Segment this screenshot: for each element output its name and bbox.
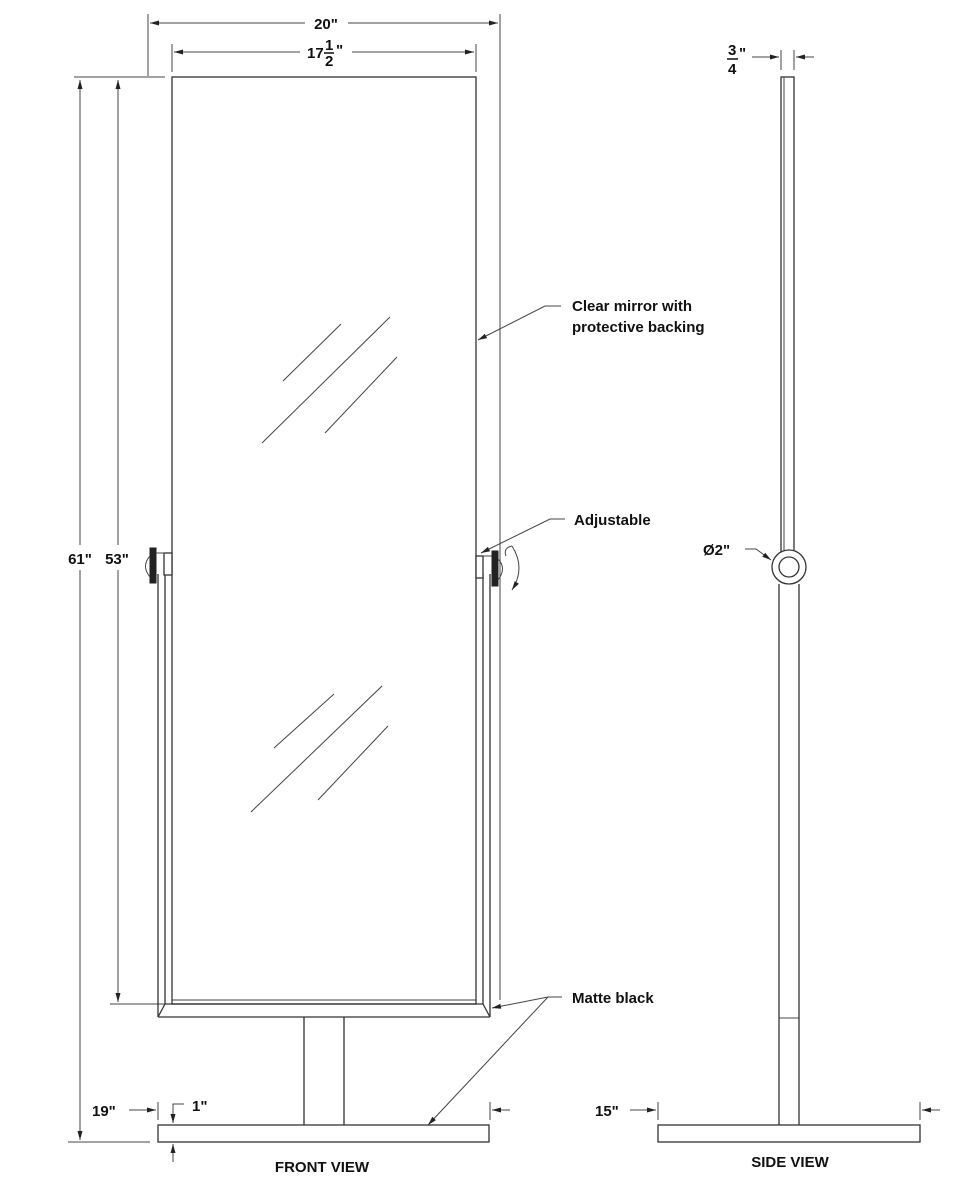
mirror-height-label: 53" xyxy=(105,551,129,568)
left-pivot-knob xyxy=(145,547,173,584)
pivot-diameter-label: Ø2" xyxy=(703,542,730,559)
mirror-width-inch: " xyxy=(336,42,343,59)
callout-adjustable: Adjustable xyxy=(480,512,651,554)
reflection-lines-upper xyxy=(261,316,398,444)
overall-height-label: 61" xyxy=(68,551,92,568)
pivot-diameter-dimension: Ø2" xyxy=(703,542,772,561)
base-depth-label: 15" xyxy=(595,1103,619,1120)
thickness-inch: " xyxy=(739,45,746,62)
overall-height-dimension: 61" xyxy=(68,76,165,1143)
callout-mirror-line1: Clear mirror with xyxy=(572,298,692,315)
stand-frame xyxy=(157,574,491,1018)
side-base xyxy=(657,1124,921,1143)
right-pivot-knob xyxy=(475,545,520,591)
mirror-width-numerator: 1 xyxy=(325,37,333,54)
callout-mirror-line2: protective backing xyxy=(572,319,705,336)
thickness-numerator: 3 xyxy=(728,42,736,59)
base-width-dimension: 19" xyxy=(92,1102,510,1120)
base-depth-dimension: 15" xyxy=(595,1102,940,1120)
thickness-denominator: 4 xyxy=(728,61,737,78)
side-panel xyxy=(780,76,795,556)
panel-thickness-dimension: 3 4 " xyxy=(727,42,814,78)
base-thickness-dimension: 1" xyxy=(170,1098,207,1162)
side-post xyxy=(778,584,800,1125)
side-pivot xyxy=(771,549,807,585)
callout-finish-label: Matte black xyxy=(572,990,654,1007)
front-view: 20" 17 1 2 " 61" 53" xyxy=(68,14,520,1176)
mirror-height-dimension: 53" xyxy=(105,80,165,1005)
callout-finish: Matte black xyxy=(427,990,654,1126)
mirror-width-dimension: 17 1 2 " xyxy=(171,37,477,72)
mirror-frame xyxy=(171,76,477,1005)
reflection-lines-lower xyxy=(250,685,389,813)
front-base xyxy=(157,1124,490,1143)
side-view-title: SIDE VIEW xyxy=(751,1154,829,1171)
base-thickness-label: 1" xyxy=(192,1098,207,1115)
side-view: 3 4 " Ø2" xyxy=(595,42,940,1171)
mirror-width-denominator: 2 xyxy=(325,53,333,70)
base-width-label: 19" xyxy=(92,1103,116,1120)
overall-width-label: 20" xyxy=(314,16,338,33)
front-post xyxy=(303,1017,345,1125)
front-view-title: FRONT VIEW xyxy=(275,1159,370,1176)
callout-adjustable-label: Adjustable xyxy=(574,512,651,529)
overall-width-dimension: 20" xyxy=(147,14,501,1000)
mirror-width-whole: 17 xyxy=(307,45,324,62)
callout-mirror: Clear mirror with protective backing xyxy=(477,298,705,341)
rotation-arrow-icon xyxy=(511,545,520,591)
